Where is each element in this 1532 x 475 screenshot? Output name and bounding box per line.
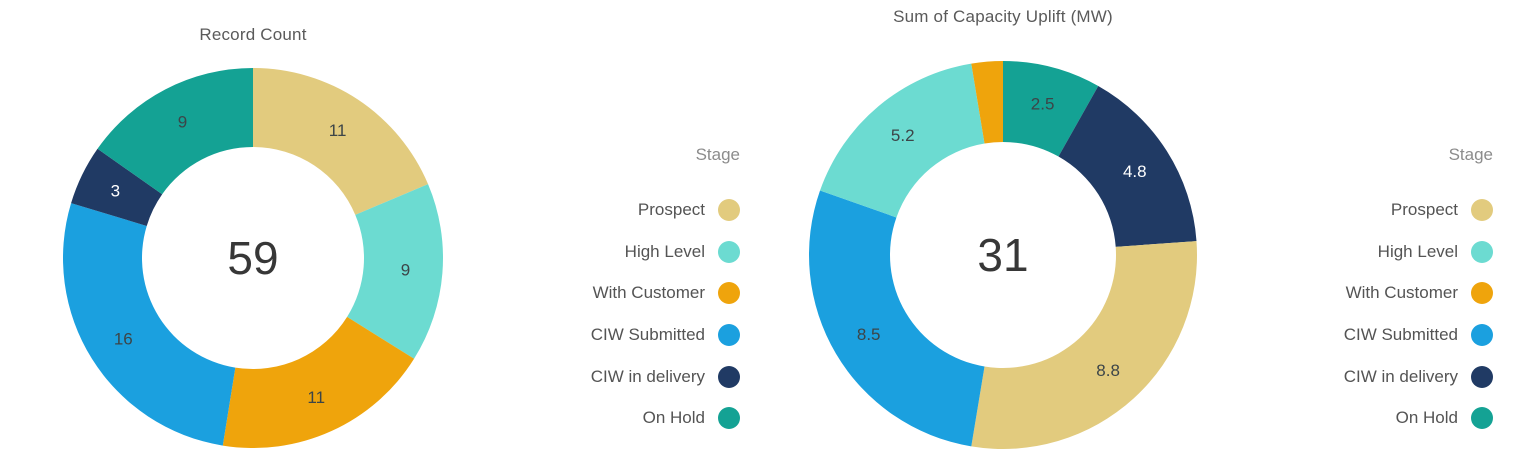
donut-slice-with-customer[interactable] <box>222 316 415 448</box>
slice-value-label: 2.5 <box>1031 95 1055 114</box>
legend-item-ciw-submitted[interactable]: CIW Submitted <box>440 314 740 356</box>
legend-color-marker <box>1471 323 1493 346</box>
legend-item-label: On Hold <box>1395 408 1458 428</box>
legend-color-marker <box>718 282 740 305</box>
slice-value-label: 3 <box>111 182 120 201</box>
donut-slice-ciw-submitted[interactable] <box>63 203 236 446</box>
slice-value-label: 9 <box>401 261 410 280</box>
legend-item-on-hold[interactable]: On Hold <box>440 397 740 439</box>
legend-item-prospect[interactable]: Prospect <box>1193 189 1493 231</box>
legend-item-high-level[interactable]: High Level <box>440 231 740 273</box>
capacity-uplift-title: Sum of Capacity Uplift (MW) <box>893 7 1113 26</box>
donut-slice-ciw-submitted[interactable] <box>809 190 985 447</box>
legend-item-label: CIW Submitted <box>1343 324 1458 344</box>
legend-item-high-level[interactable]: High Level <box>1193 231 1493 273</box>
legend-item-with-customer[interactable]: With Customer <box>1193 272 1493 314</box>
legend-item-ciw-in-delivery[interactable]: CIW in delivery <box>1193 356 1493 398</box>
legend-item-label: CIW in delivery <box>1343 366 1458 386</box>
legend-item-with-customer[interactable]: With Customer <box>440 272 740 314</box>
donut-slice-with-customer[interactable] <box>971 61 1003 144</box>
donut-slice-ciw-in-delivery[interactable] <box>1058 86 1197 247</box>
slice-value-label: 4.8 <box>1123 162 1147 181</box>
legend-item-label: Prospect <box>637 199 705 219</box>
slice-value-label: 8.8 <box>1096 361 1120 380</box>
donut-slice-high-level[interactable] <box>820 63 985 218</box>
donut-slice-prospect[interactable] <box>971 241 1198 450</box>
capacity-uplift-donut-chart: 2.5 4.8 8.8 8.5 5.2 31 <box>809 61 1198 450</box>
legend-item-label: Prospect <box>1390 199 1458 219</box>
record-count-center-total: 59 <box>227 232 278 284</box>
slice-value-label: 9 <box>178 113 187 132</box>
legend-color-marker <box>718 323 740 346</box>
capacity-uplift-center-total: 31 <box>977 229 1028 281</box>
legend-color-marker <box>1471 365 1493 388</box>
capacity-uplift-slices: 2.5 4.8 8.8 8.5 5.2 <box>809 61 1198 450</box>
donut-slice-on-hold[interactable] <box>97 68 253 195</box>
slice-value-label: 11 <box>307 388 325 407</box>
legend-title: Stage <box>1448 145 1493 164</box>
legend-color-marker <box>1471 407 1493 430</box>
donut-slice-ciw-in-delivery[interactable] <box>71 148 163 226</box>
legend-item-prospect[interactable]: Prospect <box>440 189 740 231</box>
legend-item-on-hold[interactable]: On Hold <box>1193 397 1493 439</box>
legend-title: Stage <box>695 145 740 164</box>
legend-item-label: High Level <box>1377 241 1458 261</box>
record-count-slices: 11 9 11 16 3 9 <box>63 68 444 448</box>
legend-color-marker <box>718 407 740 430</box>
legend-item-label: High Level <box>624 241 705 261</box>
legend-color-marker <box>718 365 740 388</box>
legend-item-label: With Customer <box>592 283 705 303</box>
donut-slice-high-level[interactable] <box>347 184 444 359</box>
record-count-donut-chart: 11 9 11 16 3 9 59 <box>63 68 444 448</box>
donut-slice-on-hold[interactable] <box>1003 61 1099 157</box>
legend-item-ciw-submitted[interactable]: CIW Submitted <box>1193 314 1493 356</box>
record-count-title: Record Count <box>199 25 307 44</box>
legend-item-label: With Customer <box>1345 283 1458 303</box>
legend-item-label: On Hold <box>642 408 705 428</box>
legend-color-marker <box>718 240 740 263</box>
slice-value-label: 5.2 <box>891 126 915 145</box>
legend-color-marker <box>1471 282 1493 305</box>
legend-item-ciw-in-delivery[interactable]: CIW in delivery <box>440 356 740 398</box>
slice-value-label: 8.5 <box>857 325 881 344</box>
donut-slice-prospect[interactable] <box>253 68 429 215</box>
legend-color-marker <box>1471 198 1493 221</box>
legend-color-marker <box>718 198 740 221</box>
slice-value-label: 11 <box>329 121 347 140</box>
legend-color-marker <box>1471 240 1493 263</box>
legend-item-label: CIW Submitted <box>590 324 705 344</box>
legend-item-label: CIW in delivery <box>590 366 705 386</box>
slice-value-label: 16 <box>114 330 133 349</box>
